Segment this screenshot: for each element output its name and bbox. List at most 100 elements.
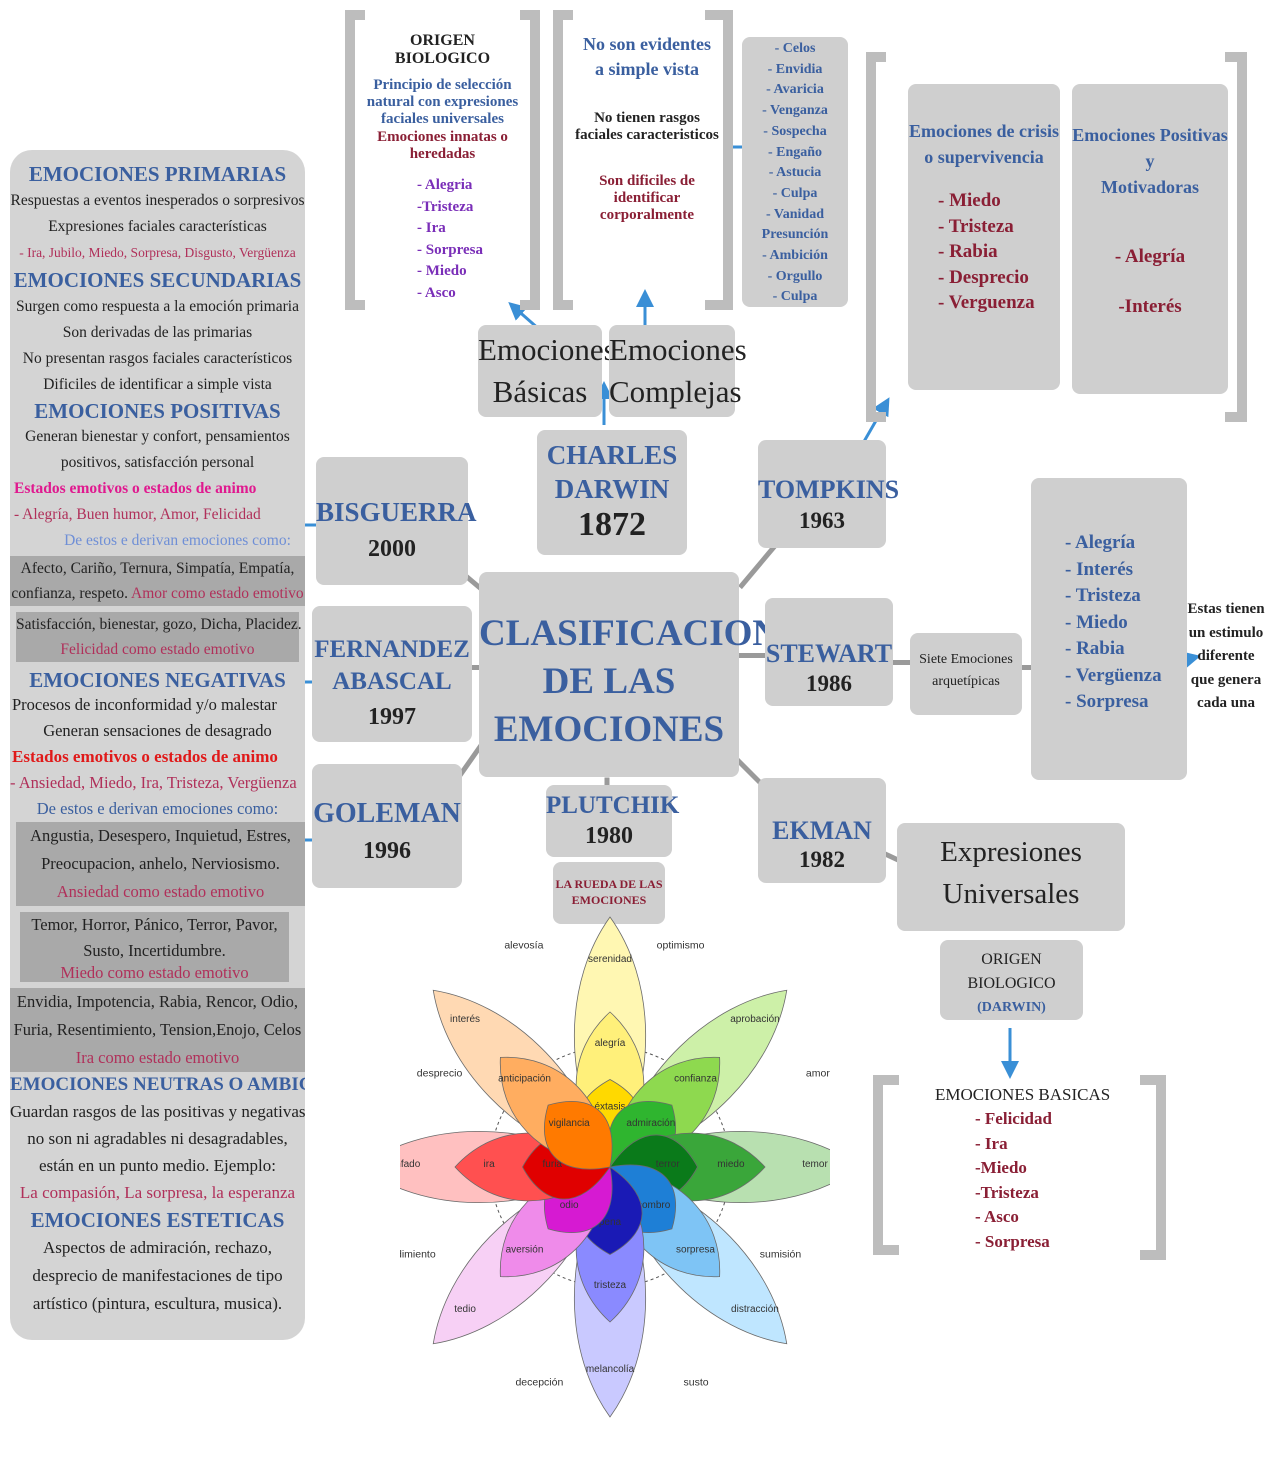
secundarias-line: Son derivadas de las primarias xyxy=(62,324,253,341)
wheel-outer-label: amor xyxy=(806,1068,830,1080)
author-box-fernandez: FERNANDEZ ABASCAL 1997 xyxy=(312,606,472,742)
left-panel: EMOCIONES PRIMARIAS Respuestas a eventos… xyxy=(10,150,305,1340)
complex-mid: No tienen rasgos xyxy=(594,110,700,126)
positivas-box2: Satisfacción, bienestar, gozo, Dicha, Pl… xyxy=(16,612,302,662)
negativas-box3: Envidia, Impotencia, Rabia, Rencor, Odio… xyxy=(10,988,305,1072)
complex-item: Presunción xyxy=(761,227,829,243)
complex-item: - Envidia xyxy=(767,61,823,77)
complex-item: - Ambición xyxy=(762,248,828,264)
neutras-line: no son ni agradables ni desagradables, xyxy=(27,1129,288,1148)
wheel-outer-label: alevosía xyxy=(504,940,543,952)
complex-item: - Sospecha xyxy=(763,123,827,139)
esteticas-line: Aspectos de admiración, rechazo, xyxy=(43,1238,272,1257)
negativas-line: Generan sensaciones de desagrado xyxy=(43,721,272,740)
origen-innate: Emociones innatas o xyxy=(377,128,508,145)
origen-item: - Sorpresa xyxy=(417,241,483,258)
wheel-petal-label: sorpresa xyxy=(676,1244,715,1255)
author-name: TOMPKINS xyxy=(758,475,900,504)
ekman-label: Universales xyxy=(942,878,1080,910)
bracket xyxy=(1225,52,1247,422)
basicas-label: Emociones xyxy=(478,332,616,367)
neutras-examples: La compasión, La sorpresa, la esperanza xyxy=(19,1183,296,1202)
author-name: DARWIN xyxy=(554,474,670,504)
negativas-examples: - Ansiedad, Miedo, Ira, Tristeza, Vergüe… xyxy=(10,773,297,792)
stewart-label: Siete Emociones xyxy=(919,652,1013,667)
positivas-box1-line: Afecto, Cariño, Ternura, Simpatía, Empat… xyxy=(20,560,295,577)
complex-item: - Orgullo xyxy=(767,268,823,284)
negativas-box1-line: Angustia, Desespero, Inquietud, Estres, xyxy=(30,826,291,845)
primarias-line: Expresiones faciales características xyxy=(48,218,267,235)
stewart-label: arquetípicas xyxy=(932,674,1000,689)
wheel-petal-label: anticipación xyxy=(498,1074,551,1085)
negativas-estados: Estados emotivos o estados de animo xyxy=(12,747,278,766)
negativas-box2-line: Susto, Incertidumbre. xyxy=(83,941,226,960)
author-name: BISGUERRA xyxy=(316,497,477,527)
crisis-item: - Rabia xyxy=(938,241,998,262)
crisis-emotions-box: Emociones de crisis o supervivencia - Mi… xyxy=(908,84,1060,390)
ekman-basic-item: - Felicidad xyxy=(975,1109,1052,1128)
negativas-box2-line: Temor, Horror, Pánico, Terror, Pavor, xyxy=(31,915,278,934)
author-box-tompkins: TOMPKINS 1963 xyxy=(758,440,900,548)
author-name: GOLEMAN xyxy=(313,798,461,829)
complex-item: - Celos xyxy=(774,41,816,56)
stewart-note-line: Estas tienen xyxy=(1187,601,1265,617)
crisis-item: - Verguenza xyxy=(938,292,1035,313)
negativas-box2-tag: Miedo como estado emotivo xyxy=(60,963,249,982)
author-year: 1997 xyxy=(368,704,416,730)
primarias-line: Respuestas a eventos inesperados o sorpr… xyxy=(10,192,305,209)
bracket xyxy=(1140,1075,1166,1260)
crisis-title: Emociones de crisis xyxy=(909,121,1059,141)
wheel-petal-label: aprobación xyxy=(730,1014,779,1025)
neutras-line: Guardan rasgos de las positivas y negati… xyxy=(10,1102,305,1121)
wheel-petal-ring xyxy=(544,1101,613,1170)
author-name: STEWART xyxy=(765,639,893,668)
author-year: 1980 xyxy=(585,823,633,849)
stewart-note-line: cada una xyxy=(1197,695,1255,711)
wheel-outer-label: decepción xyxy=(515,1376,563,1388)
ekman-basic-title: EMOCIONES BASICAS xyxy=(935,1085,1111,1104)
esteticas-line: artístico (pintura, escultura, musica). xyxy=(32,1294,283,1313)
expresiones-universales-box: Expresiones Universales xyxy=(897,823,1125,931)
wheel-outer-label: desprecio xyxy=(417,1068,463,1080)
complex-title: a simple vista xyxy=(594,59,699,79)
complex-item: - Astucia xyxy=(768,165,822,181)
complex-low: Son dificiles de xyxy=(599,172,695,189)
neutras-title: EMOCIONES NEUTRAS O AMBIGUAS xyxy=(10,1074,305,1095)
ekman-basic-item: -Tristeza xyxy=(975,1182,1039,1202)
crisis-item: - Desprecio xyxy=(938,266,1029,288)
wheel-petal-label: aversión xyxy=(506,1244,544,1255)
wheel-petal-label: distracción xyxy=(731,1304,779,1315)
origen-innate: heredadas xyxy=(409,145,476,162)
bracket xyxy=(705,10,733,310)
author-name: CHARLES xyxy=(546,440,678,470)
complex-characteristics: No son evidentes a simple vista No tiene… xyxy=(573,32,721,224)
wheel-petal-label: miedo xyxy=(717,1159,745,1170)
wheel-outer-label: remordimiento xyxy=(400,1248,436,1260)
origen-desc: faciales universales xyxy=(381,111,504,128)
author-box-darwin: CHARLES DARWIN 1872 xyxy=(537,430,687,555)
complex-item: - Culpa xyxy=(772,289,818,305)
rueda-label: LA RUEDA DE LAS xyxy=(555,877,663,891)
author-box-ekman: EKMAN 1982 xyxy=(758,778,886,883)
wheel-petal-label: terror xyxy=(656,1159,681,1170)
crisis-item: - Miedo xyxy=(938,190,1001,211)
wheel-petal-label: tristeza xyxy=(594,1280,627,1291)
wheel-petal-label: interés xyxy=(450,1014,480,1025)
stewart-item: - Rabia xyxy=(1065,638,1125,659)
author-name: ABASCAL xyxy=(332,668,452,695)
complex-item: - Vanidad xyxy=(766,206,824,222)
wheel-petal-label: melancolía xyxy=(586,1364,635,1375)
wheel-petal-label: odio xyxy=(560,1200,579,1211)
center-title-line: EMOCIONES xyxy=(493,709,725,750)
bracket xyxy=(866,52,886,422)
origen-desc: Principio de selección xyxy=(373,76,512,93)
wheel-petal-label: temor xyxy=(802,1159,828,1170)
wheel-petal-label: serenidad xyxy=(588,954,632,965)
wheel-petal-label: alegría xyxy=(595,1038,626,1049)
wheel-petal-label: confianza xyxy=(674,1074,717,1085)
positive-title: Emociones Positivas y xyxy=(1072,125,1228,171)
author-box-stewart: STEWART 1986 xyxy=(765,598,893,706)
emociones-complejas-box: Emociones Complejas xyxy=(609,325,747,417)
ekman-origen-title: ORIGEN BIOLOGICO xyxy=(967,951,1056,992)
wheel-petal-label: tedio xyxy=(454,1304,476,1315)
